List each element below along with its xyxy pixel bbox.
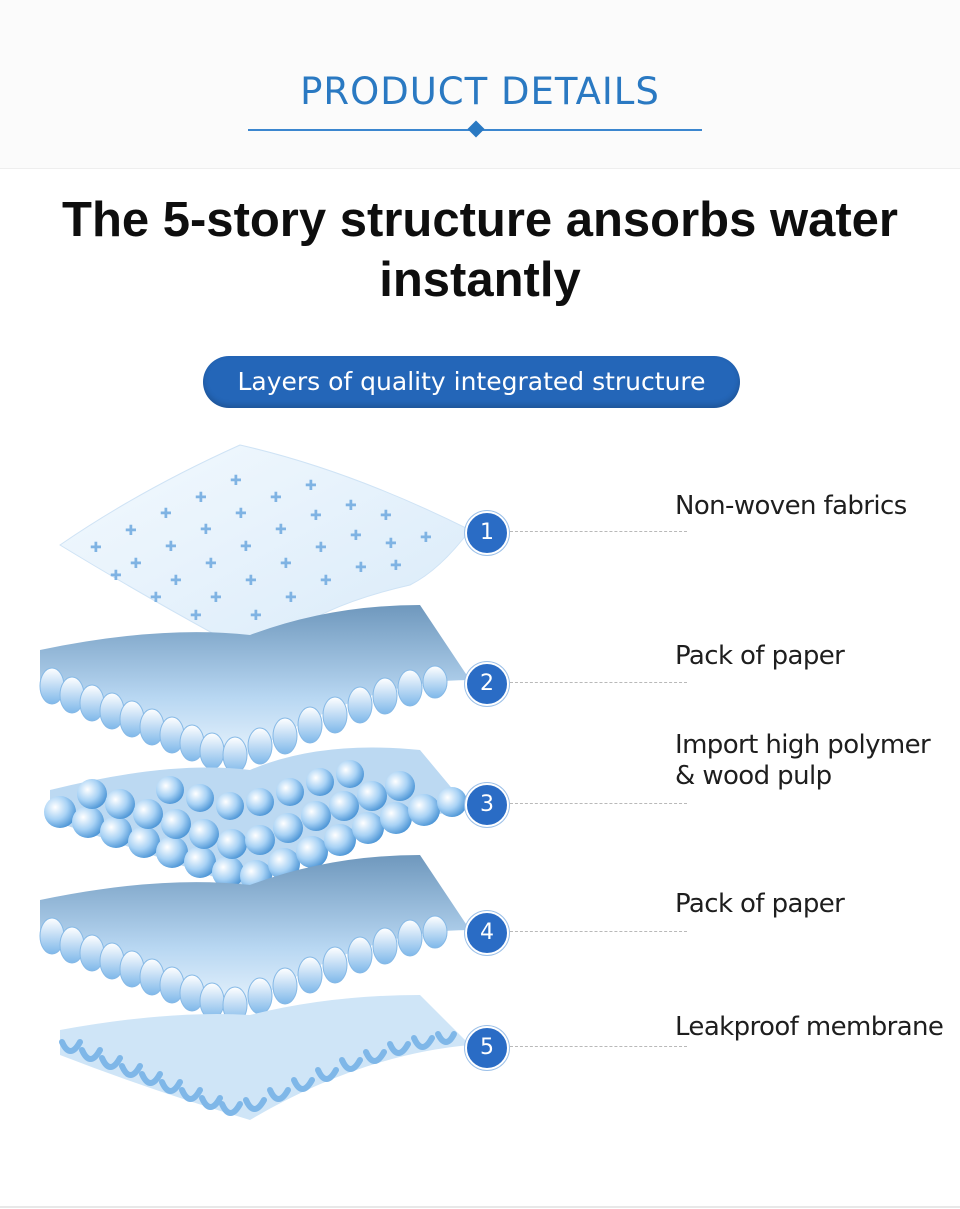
headline: The 5-story structure ansorbs water inst… (62, 193, 898, 307)
structure-pill-label: Layers of quality integrated structure (237, 367, 706, 396)
layer-3-badge: 3 (465, 783, 509, 827)
footer-divider (0, 1206, 960, 1208)
svg-text:✚: ✚ (355, 560, 367, 576)
header-band (0, 0, 960, 169)
svg-text:✚: ✚ (165, 539, 177, 555)
svg-text:✚: ✚ (245, 573, 257, 589)
svg-text:✚: ✚ (230, 473, 242, 489)
layer-illustration: ✚ ✚ ✚ ✚ ✚ ✚ ✚ ✚ ✚ ✚ ✚ ✚ ✚ ✚ ✚ ✚ ✚ ✚ ✚ ✚ ✚ ✚ ✚ ✚ ✚ ✚ ✚ ✚ ✚ ✚ ✚ ✚ ✚ (39, 444, 471, 1120)
layer-5-label: Leakproof membrane (675, 1012, 944, 1042)
svg-text:✚: ✚ (385, 536, 397, 552)
svg-text:✚: ✚ (390, 558, 402, 574)
svg-text:✚: ✚ (235, 506, 247, 522)
svg-text:✚: ✚ (310, 508, 322, 524)
svg-text:✚: ✚ (280, 556, 292, 572)
layer-4-shape (39, 855, 470, 1024)
svg-text:✚: ✚ (210, 590, 222, 606)
layer-4-badge: 4 (465, 911, 509, 955)
layer-4-label: Pack of paper (675, 889, 845, 919)
section-title: PRODUCT DETAILS (300, 70, 660, 113)
svg-text:✚: ✚ (150, 590, 162, 606)
svg-text:✚: ✚ (205, 556, 217, 572)
svg-text:✚: ✚ (195, 490, 207, 506)
layer-2-shape (39, 605, 470, 774)
svg-text:✚: ✚ (90, 540, 102, 556)
layer-1-badge: 1 (465, 511, 509, 555)
layer-1-leader (510, 531, 687, 532)
layer-3-leader (510, 803, 687, 804)
svg-text:✚: ✚ (350, 528, 362, 544)
svg-text:✚: ✚ (305, 478, 317, 494)
layer-5-shape (59, 995, 470, 1120)
layer-5-leader (510, 1046, 687, 1047)
svg-text:✚: ✚ (420, 530, 432, 546)
svg-text:✚: ✚ (315, 540, 327, 556)
layer-4-leader (510, 931, 687, 932)
svg-text:✚: ✚ (250, 608, 262, 624)
svg-text:✚: ✚ (190, 608, 202, 624)
layer-2-badge: 2 (465, 662, 509, 706)
layer-3-label: Import high polymer & wood pulp (675, 730, 931, 791)
svg-text:✚: ✚ (240, 539, 252, 555)
cross-dot-pattern: ✚ ✚ ✚ ✚ ✚ ✚ ✚ ✚ ✚ ✚ ✚ ✚ ✚ ✚ ✚ ✚ ✚ ✚ ✚ ✚ ✚ ✚ ✚ ✚ ✚ ✚ ✚ ✚ ✚ ✚ ✚ ✚ ✚ (90, 473, 432, 624)
layer-2-label: Pack of paper (675, 641, 845, 671)
svg-text:✚: ✚ (200, 522, 212, 538)
svg-text:✚: ✚ (130, 556, 142, 572)
svg-text:✚: ✚ (170, 573, 182, 589)
layer-1-label: Non-woven fabrics (675, 491, 907, 521)
svg-text:✚: ✚ (320, 573, 332, 589)
svg-text:✚: ✚ (110, 568, 122, 584)
svg-text:✚: ✚ (275, 522, 287, 538)
layer-3-shape (44, 747, 470, 892)
svg-text:✚: ✚ (285, 590, 297, 606)
svg-text:✚: ✚ (270, 490, 282, 506)
svg-text:✚: ✚ (345, 498, 357, 514)
layer-1-shape: ✚ ✚ ✚ ✚ ✚ ✚ ✚ ✚ ✚ ✚ ✚ ✚ ✚ ✚ ✚ ✚ ✚ ✚ ✚ ✚ ✚ ✚ ✚ ✚ ✚ ✚ ✚ ✚ ✚ ✚ ✚ ✚ ✚ (59, 444, 471, 661)
svg-text:✚: ✚ (125, 523, 137, 539)
layer-2-leader (510, 682, 687, 683)
svg-text:✚: ✚ (380, 508, 392, 524)
structure-pill: Layers of quality integrated structure (203, 356, 740, 408)
layer-5-badge: 5 (465, 1026, 509, 1070)
svg-text:✚: ✚ (160, 506, 172, 522)
